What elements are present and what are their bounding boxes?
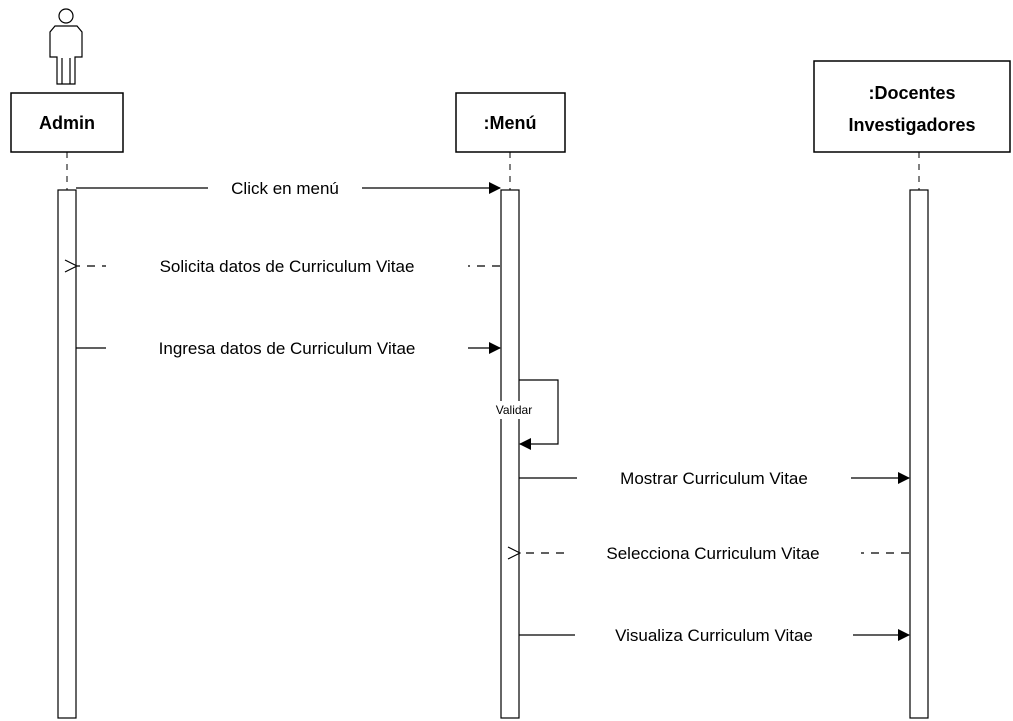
participant-docentes-label-line1: :Docentes — [868, 83, 955, 103]
message-visualiza-label: Visualiza Curriculum Vitae — [615, 626, 813, 645]
participant-admin: Admin — [10, 92, 124, 153]
message-ingresa: Ingresa datos de Curriculum Vitae — [76, 336, 501, 360]
message-selecciona: Selecciona Curriculum Vitae — [520, 541, 909, 565]
participant-docentes-label-line2: Investigadores — [848, 115, 975, 135]
participant-docentes: :Docentes Investigadores — [813, 60, 1011, 153]
message-click-menu-label: Click en menú — [231, 179, 339, 198]
message-solicita: Solicita datos de Curriculum Vitae — [77, 254, 500, 278]
message-ingresa-label: Ingresa datos de Curriculum Vitae — [159, 339, 416, 358]
message-validar: Validar — [493, 379, 559, 450]
message-validar-label: Validar — [496, 403, 532, 417]
activation-admin — [57, 189, 77, 719]
participant-menu: :Menú — [455, 92, 566, 153]
message-mostrar: Mostrar Curriculum Vitae — [519, 466, 910, 490]
message-selecciona-label: Selecciona Curriculum Vitae — [606, 544, 819, 563]
activation-docentes — [909, 189, 929, 719]
participant-menu-label: :Menú — [484, 113, 537, 133]
message-mostrar-label: Mostrar Curriculum Vitae — [620, 469, 808, 488]
actor-icon — [49, 8, 83, 85]
message-visualiza: Visualiza Curriculum Vitae — [519, 623, 910, 647]
message-solicita-label: Solicita datos de Curriculum Vitae — [160, 257, 415, 276]
activation-menu — [500, 189, 520, 719]
participant-admin-label: Admin — [39, 113, 95, 133]
message-click-menu: Click en menú — [76, 176, 501, 200]
